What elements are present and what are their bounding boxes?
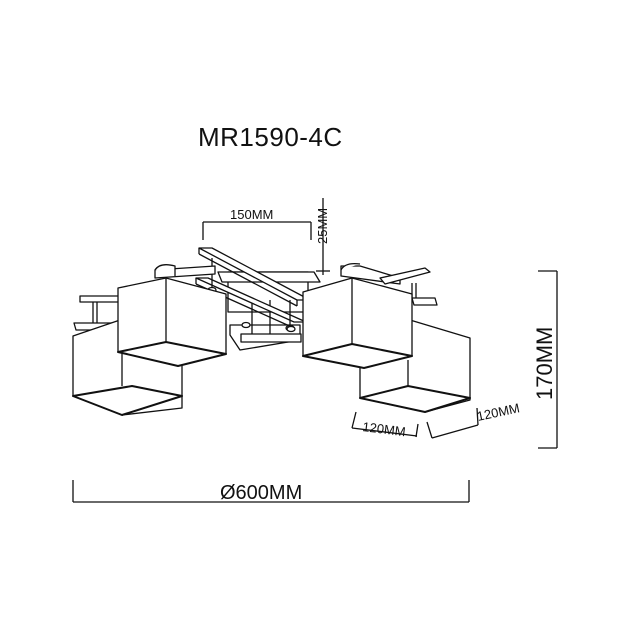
model-title: MR1590-4C [198,122,343,152]
svg-text:120MM: 120MM [476,400,522,424]
svg-text:120MM: 120MM [362,419,407,439]
shade-front-right [302,277,413,369]
svg-text:Ø600MM: Ø600MM [220,482,302,504]
dim-150mm: 150MM [202,207,312,240]
svg-text:170MM: 170MM [532,327,557,400]
right-arm [340,262,438,306]
svg-text:25MM: 25MM [315,208,330,244]
dim-170mm: 170MM [532,270,558,449]
svg-text:150MM: 150MM [230,207,273,222]
arm-bars [195,247,311,333]
shade-front-left [117,277,227,367]
dim-25mm: 25MM [315,198,330,275]
dim-600mm: Ø600MM [72,480,470,504]
dim-120mm-depth: 120MM [351,411,419,439]
